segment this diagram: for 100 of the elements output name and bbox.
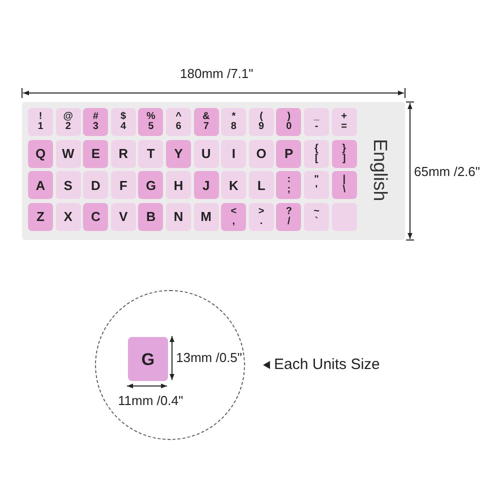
key-legend: N [174, 210, 184, 223]
key-sticker [28, 202, 53, 230]
key-legend: 9 [258, 122, 264, 132]
key-legend: _ [314, 112, 320, 122]
key-sticker [166, 140, 191, 168]
key-legend: ! [38, 112, 42, 122]
key-legend: P [284, 147, 294, 160]
key-sticker [138, 202, 164, 230]
key-legend: 3 [92, 122, 98, 132]
key-sticker [138, 171, 164, 199]
key-legend: 0 [286, 122, 292, 132]
key-sticker [138, 140, 164, 168]
key-legend: D [90, 178, 100, 192]
key-sticker [28, 108, 53, 136]
key-sticker [110, 140, 136, 168]
key-legend: $ [120, 112, 126, 122]
key-sticker [304, 171, 329, 199]
key-sticker [56, 140, 81, 168]
key-legend: | [342, 175, 346, 185]
key-sticker [28, 140, 53, 168]
key-legend: B [146, 210, 156, 223]
key-legend: H [174, 178, 184, 192]
dimension-label: 65mm /2.6" [414, 164, 480, 179]
dimension-label: 13mm /0.5" [176, 350, 242, 365]
key-sticker [248, 140, 274, 168]
key-sticker [276, 140, 302, 168]
key-legend: E [91, 147, 100, 160]
key-legend: % [146, 112, 156, 122]
key-sticker [83, 171, 108, 199]
dimension-label: 180mm /7.1" [180, 66, 254, 81]
key-legend: # [92, 112, 98, 122]
key-sticker [221, 171, 246, 199]
key-sticker [138, 108, 164, 136]
key-sticker [221, 140, 246, 168]
callout-text: Each Units Size [274, 356, 380, 373]
key-legend: I [232, 147, 236, 160]
key-legend: : [287, 175, 291, 185]
key-legend: ' [315, 185, 318, 195]
key-legend: " [314, 175, 319, 185]
key-legend: W [62, 147, 74, 160]
key-legend: ) [287, 112, 291, 122]
key-legend: ] [342, 154, 346, 164]
key-sticker [56, 202, 81, 230]
key-legend: * [232, 112, 236, 122]
key-sticker [332, 140, 357, 168]
key-legend: \ [342, 185, 346, 195]
key-legend: 5 [148, 122, 154, 132]
key-legend: < [230, 206, 237, 216]
sheet-label: English [368, 138, 390, 202]
key-sticker [332, 108, 357, 136]
key-sticker [56, 108, 81, 136]
key-legend: ` [314, 216, 318, 226]
key-legend: > [258, 206, 264, 216]
key-legend: & [202, 112, 210, 122]
key-sticker [56, 171, 81, 199]
key-legend: T [146, 147, 155, 160]
key-sticker [221, 202, 246, 230]
key-legend: J [202, 178, 210, 192]
key-legend: ( [260, 112, 263, 122]
key-legend: ; [287, 185, 291, 195]
key-legend: M [200, 210, 212, 223]
key-sticker [332, 171, 357, 199]
key-sticker [248, 171, 274, 199]
key-legend: R [118, 147, 128, 160]
key-legend: 6 [176, 122, 182, 132]
key-sticker [194, 108, 219, 136]
key-legend: ^ [176, 112, 182, 122]
key-legend: Q [35, 147, 46, 160]
key-sticker [194, 140, 219, 168]
key-sticker [248, 108, 274, 136]
key-legend: 4 [120, 122, 126, 132]
key-legend: V [118, 210, 128, 223]
key-legend: Z [36, 210, 44, 223]
key-sticker [304, 202, 329, 230]
key-sticker [28, 171, 53, 199]
key-legend: U [201, 147, 211, 160]
key-sticker [166, 108, 191, 136]
key-sticker [166, 202, 191, 230]
key-sticker [83, 202, 108, 230]
key-legend: } [342, 144, 346, 154]
key-sticker [194, 171, 219, 199]
key-legend: F [119, 178, 128, 192]
key-sticker [83, 108, 108, 136]
key-legend: O [256, 147, 266, 160]
key-sticker [194, 202, 219, 230]
key-legend: ~ [314, 206, 320, 216]
key-legend: = [341, 122, 348, 132]
key-legend: 1 [38, 122, 44, 132]
key-legend: G [141, 350, 155, 368]
key-legend: + [341, 112, 348, 122]
key-sticker [110, 171, 136, 199]
dimension-label: 11mm /0.4" [118, 393, 184, 408]
key-sticker [276, 108, 302, 136]
key-legend: X [64, 210, 72, 223]
key-legend: / [288, 216, 290, 226]
key-legend: S [64, 178, 72, 192]
key-sticker [304, 140, 329, 168]
key-sticker [276, 171, 302, 199]
key-legend: @ [63, 112, 73, 122]
key-legend: ? [286, 206, 292, 216]
